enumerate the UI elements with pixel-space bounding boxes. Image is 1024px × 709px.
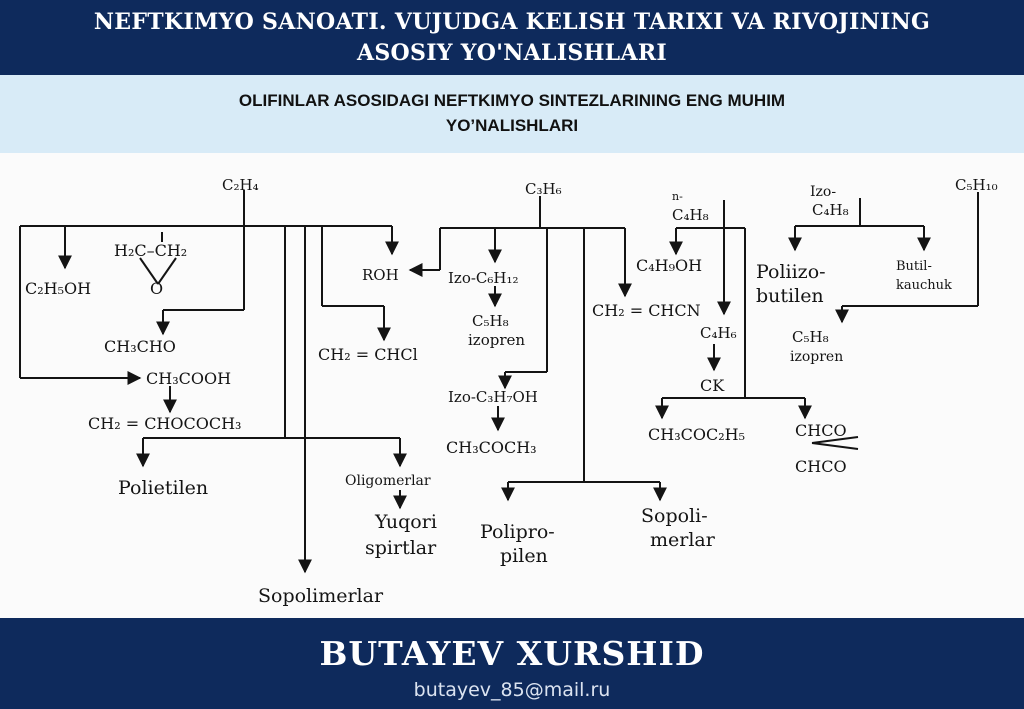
butyl-rubber-line-2: kauchuk: [896, 278, 952, 293]
isoprene-label: izopren: [468, 331, 525, 349]
acetaldehyde-node: CH₃CHO: [104, 337, 176, 356]
higher-alcohols-line-2: spirtlar: [365, 537, 437, 559]
author-email: butayev_85@mail.ru: [413, 679, 611, 701]
polyisobutylene-line-2: butilen: [756, 285, 824, 307]
maleic-anhydride-top: CHCO: [795, 421, 847, 440]
copolymers-propylene-line-2: merlar: [650, 529, 716, 551]
diagram-subtitle: OLIFINLAR ASOSIDAGI NEFTKIMYO SINTEZLARI…: [0, 75, 1024, 138]
polyethylene-node: Polietilen: [118, 477, 208, 499]
diagram-subtitle-line-1: OLIFINLAR ASOSIDAGI NEFTKIMYO SINTEZLARI…: [238, 91, 786, 110]
author-banner: BUTAYEV XURSHID butayev_85@mail.ru: [0, 618, 1024, 709]
ethanol-node: C₂H₅OH: [25, 279, 91, 298]
n-butene-prefix: n-: [672, 190, 683, 203]
vinyl-acetate-node: CH₂ = CHOCOCH₃: [88, 414, 241, 433]
butene-labels: n- C₄H₈ C₄H₉OH C₄H₆ CK CH₃COC₂H₅ CHCO CH…: [636, 190, 847, 476]
butanol-node: C₄H₉OH: [636, 256, 702, 275]
subtitle-band: OLIFINLAR ASOSIDAGI NEFTKIMYO SINTEZLARI…: [0, 75, 1024, 153]
author-name: BUTAYEV XURSHID: [319, 634, 705, 673]
page-title-line-1: NEFTKIMYO SANOATI. VUJUDGA KELISH TARIXI…: [93, 9, 931, 35]
propylene-node: C₃H₆: [525, 180, 562, 198]
butadiene-node: C₄H₆: [700, 324, 737, 342]
n-butene-node: C₄H₈: [672, 206, 709, 224]
ethylene-oxide-node: H₂C–CH₂: [114, 241, 187, 260]
diagram-canvas: C₂H₄ C₂H₅OH H₂C–CH₂ O CH₃CHO CH₃COOH CH₂…: [19, 176, 998, 607]
ethylene-connectors: [19, 190, 407, 574]
isopropanol-node: Izo-C₃H₇OH: [448, 388, 538, 406]
acrylonitrile-node: CH₂ = CHCN: [592, 301, 701, 320]
copolymers-ethylene-node: Sopolimerlar: [258, 585, 384, 607]
page-title: NEFTKIMYO SANOATI. VUJUDGA KELISH TARIXI…: [0, 0, 1024, 69]
mek-node: CH₃COC₂H₅: [648, 425, 745, 444]
oligomers-node: Oligomerlar: [345, 473, 431, 489]
acetic-acid-node: CH₃COOH: [146, 369, 231, 388]
ethylene-labels: C₂H₄ C₂H₅OH H₂C–CH₂ O CH₃CHO CH₃COOH CH₂…: [25, 176, 437, 607]
higher-alcohols-line-1: Yuqori: [374, 511, 437, 533]
copolymers-propylene-line-1: Sopoli-: [641, 505, 708, 527]
ethylene-node: C₂H₄: [222, 176, 259, 194]
isobutene-prefix: Izo-: [810, 184, 836, 200]
synthetic-rubber-node: CK: [700, 376, 725, 395]
propylene-connectors: [408, 196, 667, 502]
isobutene-connectors: [788, 192, 979, 324]
title-banner: NEFTKIMYO SANOATI. VUJUDGA KELISH TARIXI…: [0, 0, 1024, 75]
diagram-subtitle-line-2: YO’NALISHLARI: [445, 116, 579, 135]
isohexene-node: Izo-C₆H₁₂: [448, 269, 519, 287]
page-title-line-2: ASOSIY YO'NALISHLARI: [357, 40, 667, 66]
olefin-synthesis-diagram: C₂H₄ C₂H₅OH H₂C–CH₂ O CH₃CHO CH₃COOH CH₂…: [0, 153, 1024, 618]
isoprene-2-label: izopren: [790, 349, 843, 365]
butene-connectors: [655, 200, 859, 450]
pentene-node: C₅H₁₀: [955, 176, 998, 194]
acetone-node: CH₃COCH₃: [446, 438, 537, 457]
polypropylene-line-2: pilen: [500, 545, 548, 567]
propylene-labels: C₃H₆ ROH Izo-C₆H₁₂ C₅H₈ izopren Izo-C₃H₇…: [362, 180, 716, 567]
polypropylene-line-1: Polipro-: [480, 521, 555, 543]
ethylene-oxide-oxygen: O: [150, 279, 163, 298]
isobutene-node: C₄H₈: [812, 201, 849, 219]
butyl-rubber-line-1: Butil-: [896, 259, 932, 274]
isoprene-2-c5h8-node: C₅H₈: [792, 328, 829, 346]
vinyl-chloride-node: CH₂ = CHCl: [318, 345, 418, 364]
maleic-anhydride-bottom: CHCO: [795, 457, 847, 476]
roh-node: ROH: [362, 266, 399, 284]
isoprene-c5h8-node: C₅H₈: [472, 312, 509, 330]
isobutene-labels: Izo- C₄H₈ C₅H₁₀ Poliizo- butilen Butil- …: [756, 176, 998, 365]
polyisobutylene-line-1: Poliizo-: [756, 261, 826, 283]
